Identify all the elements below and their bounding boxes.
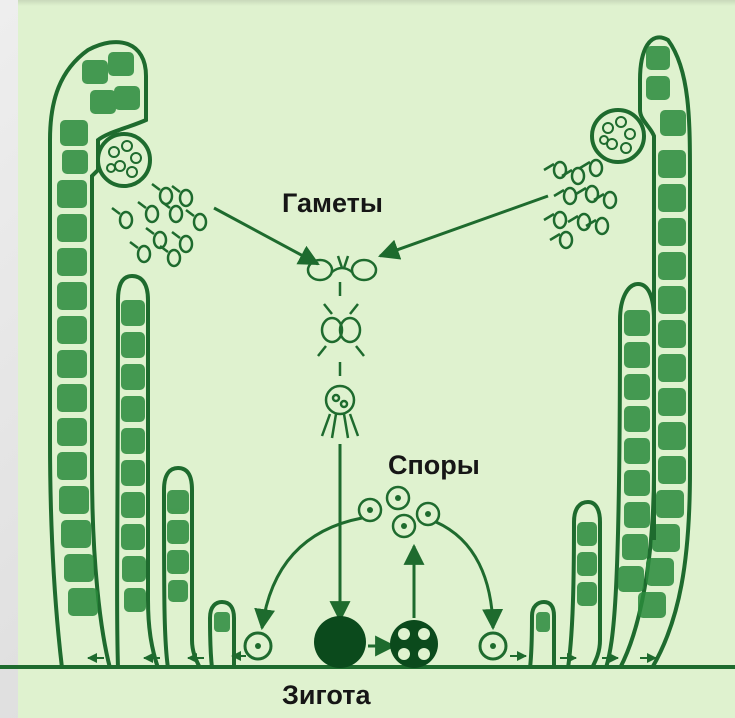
gamete-fusion-stages bbox=[308, 256, 376, 438]
arrow-spores-right bbox=[436, 522, 493, 628]
zygote bbox=[314, 616, 366, 668]
spore-mother-cell bbox=[390, 620, 438, 668]
filament-left-small bbox=[164, 468, 271, 668]
filament-left-medium bbox=[117, 276, 158, 668]
arrow-spores-left bbox=[262, 518, 362, 628]
gametes-right bbox=[544, 160, 616, 248]
label-spores: Споры bbox=[388, 452, 480, 479]
filament-right-small bbox=[480, 502, 600, 668]
arrow-right-gametes bbox=[380, 196, 548, 256]
gametes-left bbox=[112, 184, 206, 266]
label-zygote: Зигота bbox=[282, 682, 370, 709]
label-gametes: Гаметы bbox=[282, 190, 383, 217]
